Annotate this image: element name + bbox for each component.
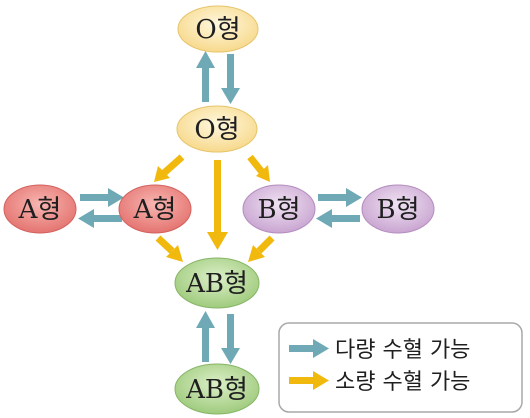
node-a-right: A형	[118, 184, 192, 234]
arrow-a-right-to-a-left	[78, 209, 122, 228]
node-label-ab-bottom: AB형	[185, 375, 248, 405]
node-ab-bottom: AB형	[174, 363, 260, 415]
arrow-ab-bottom-to-ab-mid	[196, 311, 215, 362]
node-b-right: B형	[361, 184, 435, 234]
node-b-left: B형	[242, 184, 316, 234]
arrow-b-right-to-b-left	[316, 209, 360, 228]
legend-box	[278, 322, 523, 413]
legend-large-label: 다량 수혈 가능	[335, 338, 470, 363]
node-label-o-top: O형	[195, 15, 240, 45]
arrow-o-to-a	[154, 154, 185, 182]
small-transfusion-arrows	[154, 154, 275, 262]
node-label-o-mid: O형	[194, 115, 239, 145]
node-label-a-left: A형	[18, 195, 62, 225]
node-label-b-right: B형	[376, 195, 419, 225]
node-o-mid: O형	[176, 105, 258, 153]
legend-small-arrow-icon	[289, 371, 329, 390]
arrow-o-top-to-o-mid	[221, 54, 240, 104]
node-label-b-left: B형	[257, 195, 300, 225]
arrow-a-to-ab	[155, 235, 183, 262]
node-o-top: O형	[177, 5, 259, 53]
arrow-ab-mid-to-ab-bottom	[221, 314, 240, 364]
large-transfusion-arrows	[78, 51, 362, 364]
legend: 다량 수혈 가능 소량 수혈 가능	[278, 322, 523, 413]
node-label-ab-mid: AB형	[185, 269, 248, 299]
node-a-left: A형	[3, 184, 77, 234]
node-ab-mid: AB형	[174, 257, 260, 309]
node-label-a-right: A형	[133, 195, 177, 225]
legend-small-label: 소량 수혈 가능	[335, 370, 470, 395]
arrow-o-mid-to-o-top	[196, 51, 215, 102]
arrow-o-to-b	[247, 154, 270, 182]
arrow-b-left-to-b-right	[318, 188, 362, 207]
arrow-o-to-ab	[207, 160, 228, 250]
legend-large-arrow-icon	[289, 339, 329, 358]
arrow-b-to-ab	[248, 235, 275, 262]
arrow-a-left-to-a-right	[80, 188, 124, 207]
